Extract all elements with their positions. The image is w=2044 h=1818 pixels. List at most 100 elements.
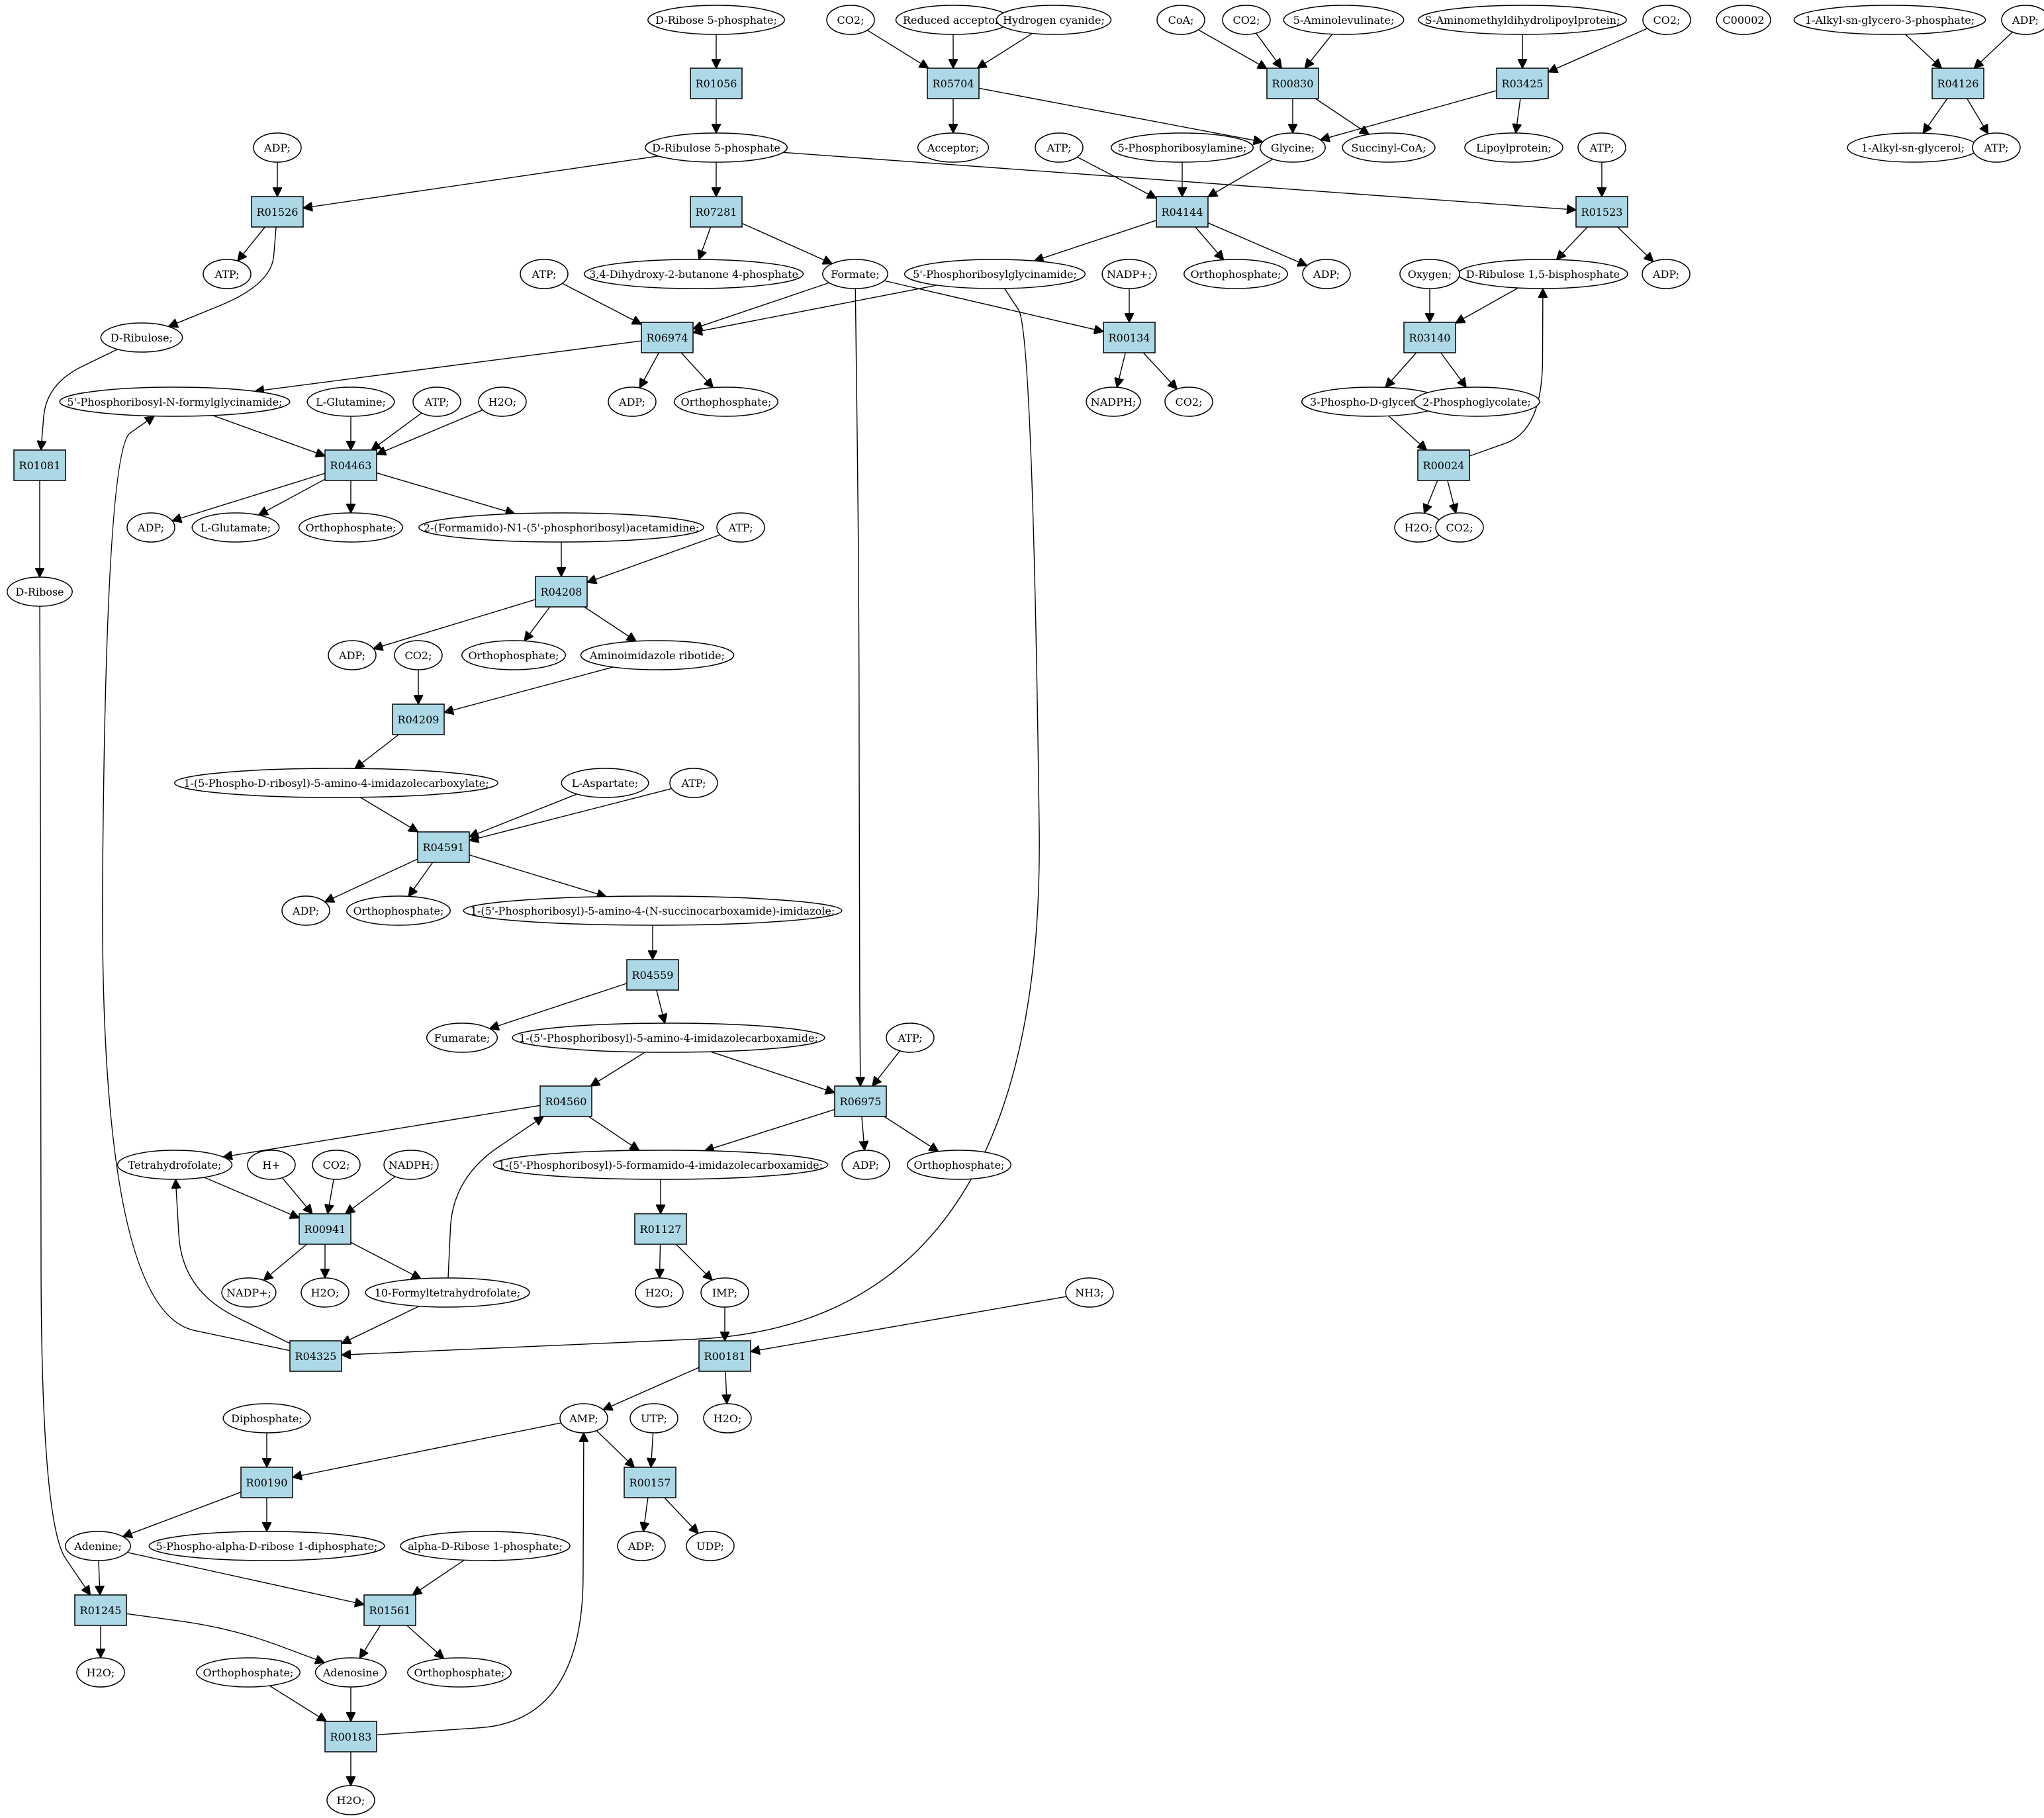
- reaction-node-r03140[interactable]: R03140: [1403, 322, 1456, 353]
- metabolite-node-m-coa[interactable]: CoA;: [1156, 5, 1205, 35]
- metabolite-node-m-adenine[interactable]: Adenine;: [65, 1531, 131, 1561]
- metabolite-node-m-lgln[interactable]: L-Glutamine;: [306, 386, 395, 417]
- metabolite-node-m-fgar[interactable]: 5'-Phosphoribosyl-N-formylglycinamide;: [59, 386, 291, 417]
- reaction-node-r04463[interactable]: R04463: [324, 449, 377, 481]
- reaction-node-r06975[interactable]: R06975: [834, 1085, 887, 1117]
- reaction-node-r04126[interactable]: R04126: [1931, 68, 1984, 99]
- metabolite-node-m-adp-r04463[interactable]: ADP;: [126, 512, 175, 543]
- reaction-node-r01245[interactable]: R01245: [74, 1594, 127, 1626]
- metabolite-node-m-hplus[interactable]: H+: [247, 1150, 296, 1180]
- metabolite-node-m-adp-r04208[interactable]: ADP;: [328, 640, 377, 670]
- metabolite-node-m-co2-r00134[interactable]: CO2;: [1164, 386, 1213, 417]
- metabolite-node-m-fgam[interactable]: 2-(Formamido)-N1-(5'-phosphoribosyl)acet…: [418, 512, 704, 543]
- metabolite-node-m-atp-r04463[interactable]: ATP;: [412, 386, 461, 417]
- metabolite-node-m-pi-r04591[interactable]: Orthophosphate;: [346, 895, 451, 926]
- metabolite-node-m-pi-r04463[interactable]: Orthophosphate;: [299, 512, 403, 543]
- reaction-node-r00134[interactable]: R00134: [1103, 322, 1156, 353]
- metabolite-node-m-co2-a[interactable]: CO2;: [826, 5, 875, 35]
- reaction-node-r04325[interactable]: R04325: [289, 1340, 342, 1372]
- reaction-node-r01561[interactable]: R01561: [363, 1594, 416, 1626]
- metabolite-node-m-pi-r01561[interactable]: Orthophosphate;: [407, 1657, 512, 1688]
- metabolite-node-m-lasp[interactable]: L-Aspartate;: [561, 768, 649, 798]
- metabolite-node-m-adp-r06974[interactable]: ADP;: [608, 386, 657, 417]
- metabolite-node-m-nadp-r00134[interactable]: NADP+;: [1101, 259, 1157, 289]
- metabolite-node-m-dhbp[interactable]: 3,4-Dihydroxy-2-butanone 4-phosphate: [583, 259, 804, 289]
- metabolite-node-m-nadph-r00134[interactable]: NADPH;: [1086, 386, 1141, 417]
- reaction-node-r05704[interactable]: R05704: [927, 68, 980, 99]
- metabolite-node-m-prpp[interactable]: 5-Phospho-alpha-D-ribose 1-diphosphate;: [148, 1531, 385, 1561]
- metabolite-node-m-adp-r04591[interactable]: ADP;: [281, 895, 330, 926]
- metabolite-node-m-pi-r06975[interactable]: Orthophosphate;: [907, 1150, 1011, 1180]
- metabolite-node-m-faicar[interactable]: 1-(5'-Phosphoribosyl)-5-formamido-4-imid…: [492, 1150, 829, 1180]
- metabolite-node-m-cair[interactable]: 1-(5-Phospho-D-ribosyl)-5-amino-4-imidaz…: [174, 768, 498, 798]
- metabolite-node-m-h2o-r04463[interactable]: H2O;: [478, 386, 527, 417]
- metabolite-node-m-adp-r00157[interactable]: ADP;: [617, 1531, 666, 1561]
- metabolite-node-m-c00002[interactable]: C00002: [1716, 5, 1771, 35]
- metabolite-node-m-atp-r04126[interactable]: ATP;: [1972, 132, 2021, 163]
- metabolite-node-m-amp[interactable]: AMP;: [559, 1403, 608, 1433]
- metabolite-node-m-utp[interactable]: UTP;: [629, 1403, 678, 1433]
- metabolite-node-m-5pra[interactable]: 5-Phosphoribosylamine;: [1110, 132, 1254, 163]
- metabolite-node-m-alkylg3p[interactable]: 1-Alkyl-sn-glycero-3-phosphate;: [1793, 5, 1986, 35]
- reaction-node-r00183[interactable]: R00183: [324, 1721, 377, 1752]
- metabolite-node-m-acceptor[interactable]: Acceptor;: [917, 132, 990, 163]
- reaction-node-r00024[interactable]: R00024: [1417, 449, 1470, 481]
- metabolite-node-m-pi-r04144[interactable]: Orthophosphate;: [1184, 259, 1288, 289]
- metabolite-node-m-adp-r04144[interactable]: ADP;: [1302, 259, 1351, 289]
- metabolite-node-m-atp-r04591[interactable]: ATP;: [669, 768, 718, 798]
- metabolite-node-m-alkylg[interactable]: 1-Alkyl-sn-glycerol;: [1847, 132, 1979, 163]
- metabolite-node-m-2pglyc[interactable]: 2-Phosphoglycolate;: [1413, 386, 1540, 417]
- metabolite-node-m-h2o-r00183[interactable]: H2O;: [326, 1785, 375, 1815]
- metabolite-node-m-co2-r00941[interactable]: CO2;: [312, 1150, 361, 1180]
- reaction-node-r00181[interactable]: R00181: [698, 1340, 751, 1372]
- metabolite-node-m-h2o-r01245[interactable]: H2O;: [76, 1657, 125, 1688]
- metabolite-node-m-atp-r04144[interactable]: ATP;: [1035, 132, 1084, 163]
- metabolite-node-m-dribose[interactable]: D-Ribose: [7, 576, 73, 607]
- metabolite-node-m-red-acc[interactable]: Reduced acceptor;: [895, 5, 1011, 35]
- reaction-node-r04559[interactable]: R04559: [626, 959, 679, 991]
- metabolite-node-m-h2o-r00181[interactable]: H2O;: [703, 1403, 752, 1433]
- reaction-node-r04560[interactable]: R04560: [539, 1085, 592, 1117]
- reaction-node-r00830[interactable]: R00830: [1266, 68, 1319, 99]
- metabolite-node-m-dribulose[interactable]: D-Ribulose;: [100, 322, 183, 353]
- reaction-node-r06974[interactable]: R06974: [641, 322, 694, 353]
- reaction-node-r04591[interactable]: R04591: [417, 831, 470, 863]
- metabolite-node-m-thf[interactable]: Tetrahydrofolate;: [116, 1150, 233, 1180]
- metabolite-node-m-atp-r06975[interactable]: ATP;: [886, 1023, 935, 1053]
- metabolite-node-m-aicar[interactable]: 1-(5'-Phosphoribosyl)-5-amino-4-imidazol…: [512, 1023, 825, 1053]
- metabolite-node-m-adp-r01526[interactable]: ADP;: [253, 132, 302, 163]
- reaction-node-r01056[interactable]: R01056: [690, 68, 743, 99]
- metabolite-node-m-imp[interactable]: IMP;: [700, 1277, 749, 1308]
- metabolite-node-m-ala[interactable]: 5-Aminolevulinate;: [1283, 5, 1405, 35]
- metabolite-node-m-h2o-r00024[interactable]: H2O;: [1394, 512, 1443, 543]
- metabolite-node-m-succoa[interactable]: Succinyl-CoA;: [1342, 132, 1436, 163]
- reaction-node-r04144[interactable]: R04144: [1156, 196, 1209, 228]
- metabolite-node-m-lglu[interactable]: L-Glutamate;: [191, 512, 280, 543]
- metabolite-node-m-pi-r00183[interactable]: Orthophosphate;: [196, 1657, 301, 1688]
- metabolite-node-m-glycine[interactable]: Glycine;: [1260, 132, 1326, 163]
- metabolite-node-m-co2-b[interactable]: CO2;: [1222, 5, 1271, 35]
- reaction-node-r01127[interactable]: R01127: [634, 1213, 687, 1245]
- reaction-node-r04209[interactable]: R04209: [392, 704, 445, 735]
- reaction-node-r01526[interactable]: R01526: [251, 196, 304, 228]
- metabolite-node-m-lipoyl[interactable]: Lipoylprotein;: [1464, 132, 1563, 163]
- metabolite-node-m-nadp-r00941[interactable]: NADP+;: [221, 1277, 277, 1308]
- metabolite-node-m-adenosine[interactable]: Adenosine: [314, 1657, 387, 1688]
- metabolite-node-m-diphosphate[interactable]: Diphosphate;: [222, 1403, 311, 1433]
- metabolite-node-m-ribulose5p[interactable]: D-Ribulose 5-phosphate: [644, 132, 788, 163]
- metabolite-node-m-gar[interactable]: 5'-Phosphoribosylglycinamide;: [904, 259, 1086, 289]
- metabolite-node-m-10fthf[interactable]: 10-Formyltetrahydrofolate;: [365, 1277, 530, 1308]
- metabolite-node-m-nadph-r00941[interactable]: NADPH;: [383, 1150, 439, 1180]
- metabolite-node-m-formate[interactable]: Formate;: [822, 259, 888, 289]
- metabolite-node-m-rubp[interactable]: D-Ribulose 1,5-bisphosphate: [1458, 259, 1628, 289]
- metabolite-node-m-air[interactable]: Aminoimidazole ribotide;: [580, 640, 735, 670]
- reaction-node-r04208[interactable]: R04208: [535, 576, 588, 608]
- metabolite-node-m-oxygen[interactable]: Oxygen;: [1399, 259, 1460, 289]
- metabolite-node-m-saicar[interactable]: 1-(5'-Phosphoribosyl)-5-amino-4-(N-succi…: [463, 895, 843, 926]
- metabolite-node-m-r5p-start[interactable]: D-Ribose 5-phosphate;: [647, 5, 785, 35]
- metabolite-node-m-co2-c[interactable]: CO2;: [1642, 5, 1691, 35]
- metabolite-node-m-fumarate[interactable]: Fumarate;: [426, 1023, 498, 1053]
- metabolite-node-m-r1p[interactable]: alpha-D-Ribose 1-phosphate;: [400, 1531, 571, 1561]
- metabolite-node-m-atp-r04208[interactable]: ATP;: [716, 512, 765, 543]
- reaction-node-r07281[interactable]: R07281: [690, 196, 743, 228]
